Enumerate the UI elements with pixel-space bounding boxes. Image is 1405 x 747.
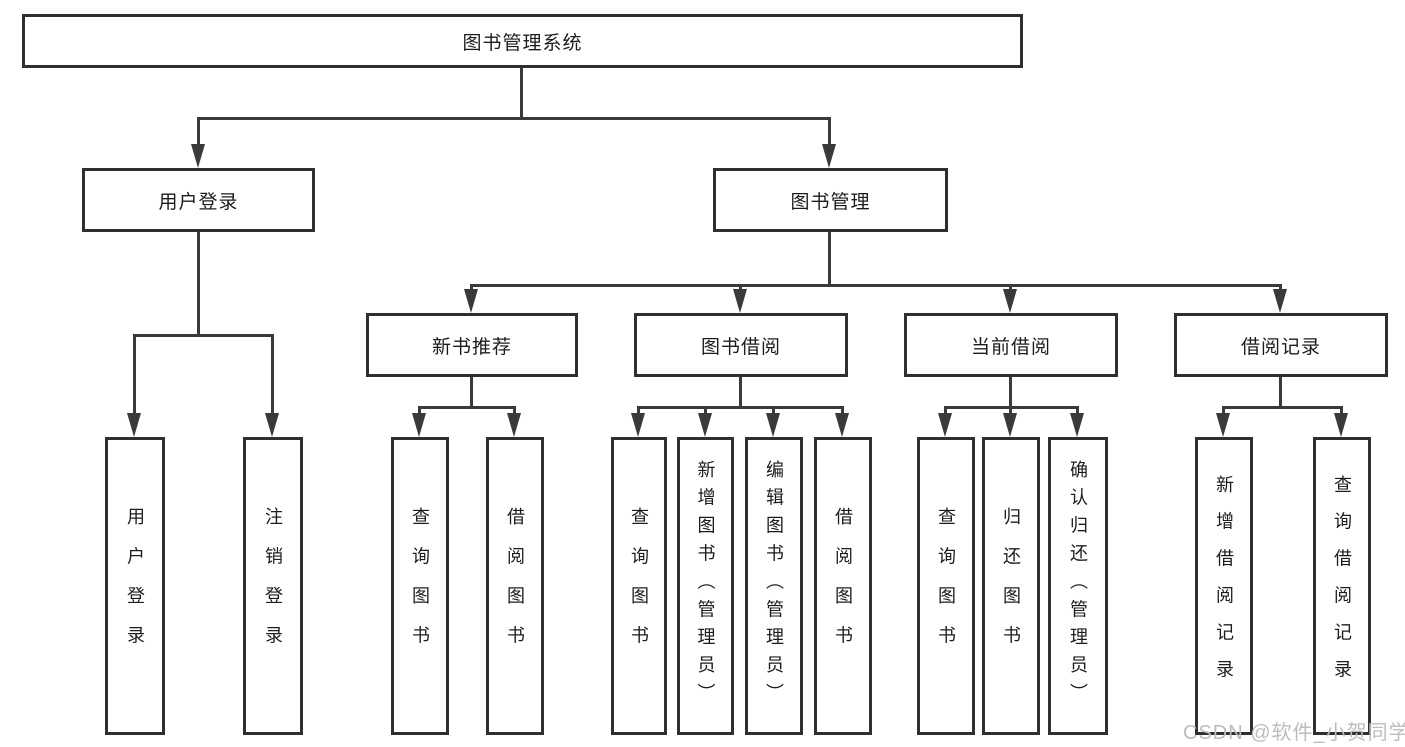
leaf-confirm-return-admin: 确认归还（管理员）	[1048, 437, 1108, 735]
node-book-management-label: 图书管理	[790, 191, 871, 213]
leaf-logout: 注销登录	[243, 437, 303, 735]
node-user-login-label: 用户登录	[158, 191, 239, 213]
leaf-query-books-current-label: 查询图书	[936, 506, 956, 666]
connector-drop-nb2	[513, 406, 516, 416]
node-borrowing-records: 借阅记录	[1174, 313, 1388, 377]
connector-drop-borrowing	[739, 284, 742, 292]
leaf-borrow-books-borrowing-label: 借阅图书	[833, 506, 853, 666]
leaf-add-book-admin-label: 新增图书（管理员）	[695, 460, 716, 712]
connector-drop-current	[1009, 284, 1012, 292]
arrowhead-leaf-user-login	[127, 413, 141, 437]
connector-drop-book-management	[828, 117, 831, 147]
leaf-add-borrow-record: 新增借阅记录	[1195, 437, 1253, 735]
connector-current-stem	[1009, 377, 1012, 407]
connector-bookmgmt-bar	[470, 284, 1282, 287]
leaf-borrow-books-borrowing: 借阅图书	[814, 437, 872, 735]
arrowhead-current	[1003, 289, 1017, 313]
connector-drop-rc1	[1222, 406, 1225, 416]
arrowhead-bw4	[835, 413, 849, 437]
arrowhead-cu1	[938, 413, 952, 437]
leaf-logout-label: 注销登录	[263, 506, 283, 666]
arrowhead-rc1	[1216, 413, 1230, 437]
connector-borrowing-bar	[637, 406, 844, 409]
connector-drop-records	[1279, 284, 1282, 292]
connector-borrowing-stem	[739, 377, 742, 407]
arrowhead-bw1	[631, 413, 645, 437]
connector-drop-bw3	[772, 406, 775, 416]
arrowhead-nb2	[507, 413, 521, 437]
connector-drop-cu1	[944, 406, 947, 416]
leaf-confirm-return-admin-label: 确认归还（管理员）	[1068, 460, 1088, 712]
node-new-book-recommendation-label: 新书推荐	[431, 336, 512, 358]
leaf-user-login-label: 用户登录	[125, 506, 145, 666]
connector-drop-cu2	[1009, 406, 1012, 416]
connector-drop-cu3	[1076, 406, 1079, 416]
node-book-borrowing: 图书借阅	[634, 313, 848, 377]
node-library-system: 图书管理系统	[22, 14, 1023, 68]
leaf-add-book-admin: 新增图书（管理员）	[677, 437, 734, 735]
arrowhead-leaf-logout	[265, 413, 279, 437]
connector-userlogin-stem	[197, 232, 200, 335]
connector-root-bar	[197, 117, 831, 120]
node-new-book-recommendation: 新书推荐	[366, 313, 578, 377]
node-book-borrowing-label: 图书借阅	[700, 336, 781, 358]
arrowhead-nb1	[412, 413, 426, 437]
connector-userlogin-bar	[133, 334, 274, 337]
connector-drop-bw1	[637, 406, 640, 416]
connector-newbook-stem	[470, 377, 473, 407]
arrowhead-cu3	[1070, 413, 1084, 437]
arrowhead-newbook	[464, 289, 478, 313]
leaf-edit-book-admin-label: 编辑图书（管理员）	[764, 460, 784, 712]
connector-drop-bw4	[841, 406, 844, 416]
connector-drop-rc2	[1340, 406, 1343, 416]
node-book-management: 图书管理	[713, 168, 948, 232]
node-borrowing-records-label: 借阅记录	[1240, 336, 1321, 358]
connector-drop-nb1	[418, 406, 421, 416]
connector-records-bar	[1222, 406, 1343, 409]
arrowhead-records	[1273, 289, 1287, 313]
leaf-return-book-label: 归还图书	[1001, 506, 1021, 666]
connector-records-stem	[1279, 377, 1282, 407]
csdn-watermark: CSDN @软件_小贺同学	[1183, 722, 1405, 744]
leaf-query-books-newbook-label: 查询图书	[410, 506, 430, 666]
arrowhead-rc2	[1334, 413, 1348, 437]
leaf-borrow-books-newbook-label: 借阅图书	[505, 506, 525, 666]
node-current-borrowing-label: 当前借阅	[970, 336, 1051, 358]
connector-root-stem	[520, 68, 523, 118]
arrowhead-book-management	[822, 144, 836, 168]
arrowhead-bw2	[698, 413, 712, 437]
leaf-user-login: 用户登录	[105, 437, 165, 735]
connector-drop-leaf-user-login	[133, 334, 136, 416]
node-user-login: 用户登录	[82, 168, 315, 232]
connector-drop-bw2	[704, 406, 707, 416]
connector-drop-leaf-logout	[271, 334, 274, 416]
leaf-query-books-newbook: 查询图书	[391, 437, 449, 735]
node-current-borrowing: 当前借阅	[904, 313, 1118, 377]
connector-drop-newbook	[470, 284, 473, 292]
leaf-query-books-borrowing-label: 查询图书	[629, 506, 649, 666]
arrowhead-user-login	[191, 144, 205, 168]
leaf-query-borrow-record-label: 查询借阅记录	[1332, 475, 1352, 697]
leaf-query-borrow-record: 查询借阅记录	[1313, 437, 1371, 735]
arrowhead-bw3	[766, 413, 780, 437]
connector-drop-user-login	[197, 117, 200, 147]
arrowhead-borrowing	[733, 289, 747, 313]
connector-newbook-bar	[418, 406, 516, 409]
leaf-query-books-borrowing: 查询图书	[611, 437, 667, 735]
leaf-edit-book-admin: 编辑图书（管理员）	[745, 437, 803, 735]
leaf-query-books-current: 查询图书	[917, 437, 975, 735]
leaf-add-borrow-record-label: 新增借阅记录	[1214, 475, 1234, 697]
leaf-return-book: 归还图书	[982, 437, 1040, 735]
connector-bookmgmt-stem	[828, 232, 831, 285]
leaf-borrow-books-newbook: 借阅图书	[486, 437, 544, 735]
arrowhead-cu2	[1003, 413, 1017, 437]
node-library-system-label: 图书管理系统	[462, 32, 583, 54]
